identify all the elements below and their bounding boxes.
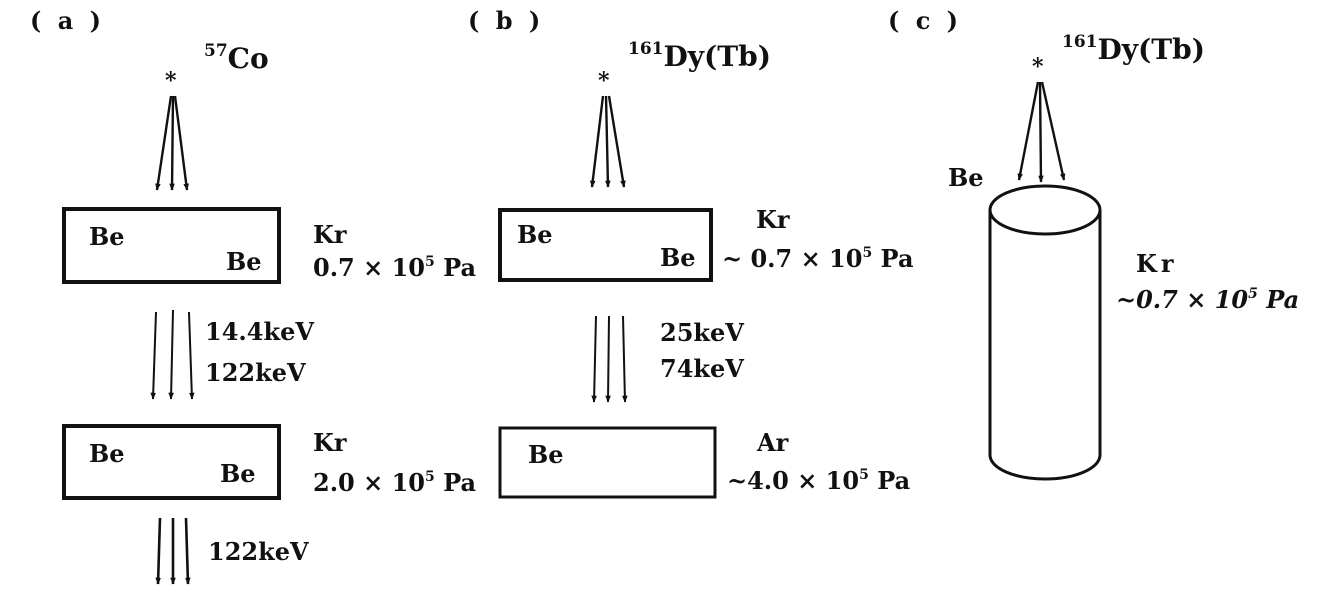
panel-a-output-arrows bbox=[155, 517, 191, 585]
panel-c-source-arrows bbox=[1017, 81, 1066, 183]
panel-b-gas1-name: Kr bbox=[756, 205, 790, 234]
panel-b-cell-2 bbox=[498, 426, 717, 499]
panel-a-gas2-name: Kr bbox=[313, 428, 347, 457]
panel-c-gas-pressure: ~0.7 × 105 Pa bbox=[1116, 285, 1300, 314]
panel-a-label: ( a ) bbox=[30, 6, 105, 35]
panel-a-energy-out: 122keV bbox=[208, 537, 309, 566]
panel-b-energy-2: 74keV bbox=[660, 354, 744, 383]
panel-a-energy-2: 122keV bbox=[205, 358, 306, 387]
panel-b-source-marker: * bbox=[598, 68, 610, 94]
panel-a-window1-right: Be bbox=[226, 247, 262, 276]
panel-c-gas-name: Kr bbox=[1136, 249, 1178, 278]
panel-b-transmitted-arrows bbox=[591, 315, 628, 403]
panel-a-gas2-pressure: 2.0 × 105 Pa bbox=[313, 468, 477, 497]
panel-b-window1-left: Be bbox=[517, 220, 553, 249]
panel-b-source-arrows bbox=[589, 95, 626, 188]
panel-a-gas1-pressure: 0.7 × 105 Pa bbox=[313, 253, 477, 282]
panel-b-energy-1: 25keV bbox=[660, 318, 744, 347]
panel-b-gas1-pressure: ~ 0.7 × 105 Pa bbox=[722, 244, 914, 273]
panel-a-transmitted-arrows bbox=[150, 309, 195, 400]
panel-b-window2-left: Be bbox=[528, 440, 564, 469]
panel-a-source-isotope: 57Co bbox=[204, 41, 269, 75]
panel-c-label: ( c ) bbox=[888, 6, 963, 35]
panel-c-source-marker: * bbox=[1032, 54, 1044, 80]
panel-a-cell-2 bbox=[62, 424, 281, 500]
panel-a-source-arrows bbox=[155, 95, 189, 191]
panel-b-gas2-pressure: ~4.0 × 105 Pa bbox=[727, 466, 911, 495]
panel-a-window1-left: Be bbox=[89, 222, 125, 251]
panel-a-window2-left: Be bbox=[89, 439, 125, 468]
panel-b-source-isotope: 161Dy(Tb) bbox=[628, 39, 771, 73]
panel-b-gas2-name: Ar bbox=[757, 428, 789, 457]
panel-a-window2-right: Be bbox=[220, 459, 256, 488]
panel-c-source-isotope: 161Dy(Tb) bbox=[1062, 32, 1205, 66]
panel-a-energy-1: 14.4keV bbox=[205, 317, 314, 346]
panel-b-window1-right: Be bbox=[660, 243, 696, 272]
panel-a-cell-1 bbox=[62, 207, 281, 284]
panel-b-label: ( b ) bbox=[468, 6, 545, 35]
panel-c-window: Be bbox=[948, 163, 984, 192]
panel-c-cylinder-cell bbox=[988, 184, 1102, 481]
panel-a-source-marker: * bbox=[165, 68, 177, 94]
panel-a-gas1-name: Kr bbox=[313, 220, 347, 249]
panel-b-cell-1 bbox=[498, 208, 713, 282]
